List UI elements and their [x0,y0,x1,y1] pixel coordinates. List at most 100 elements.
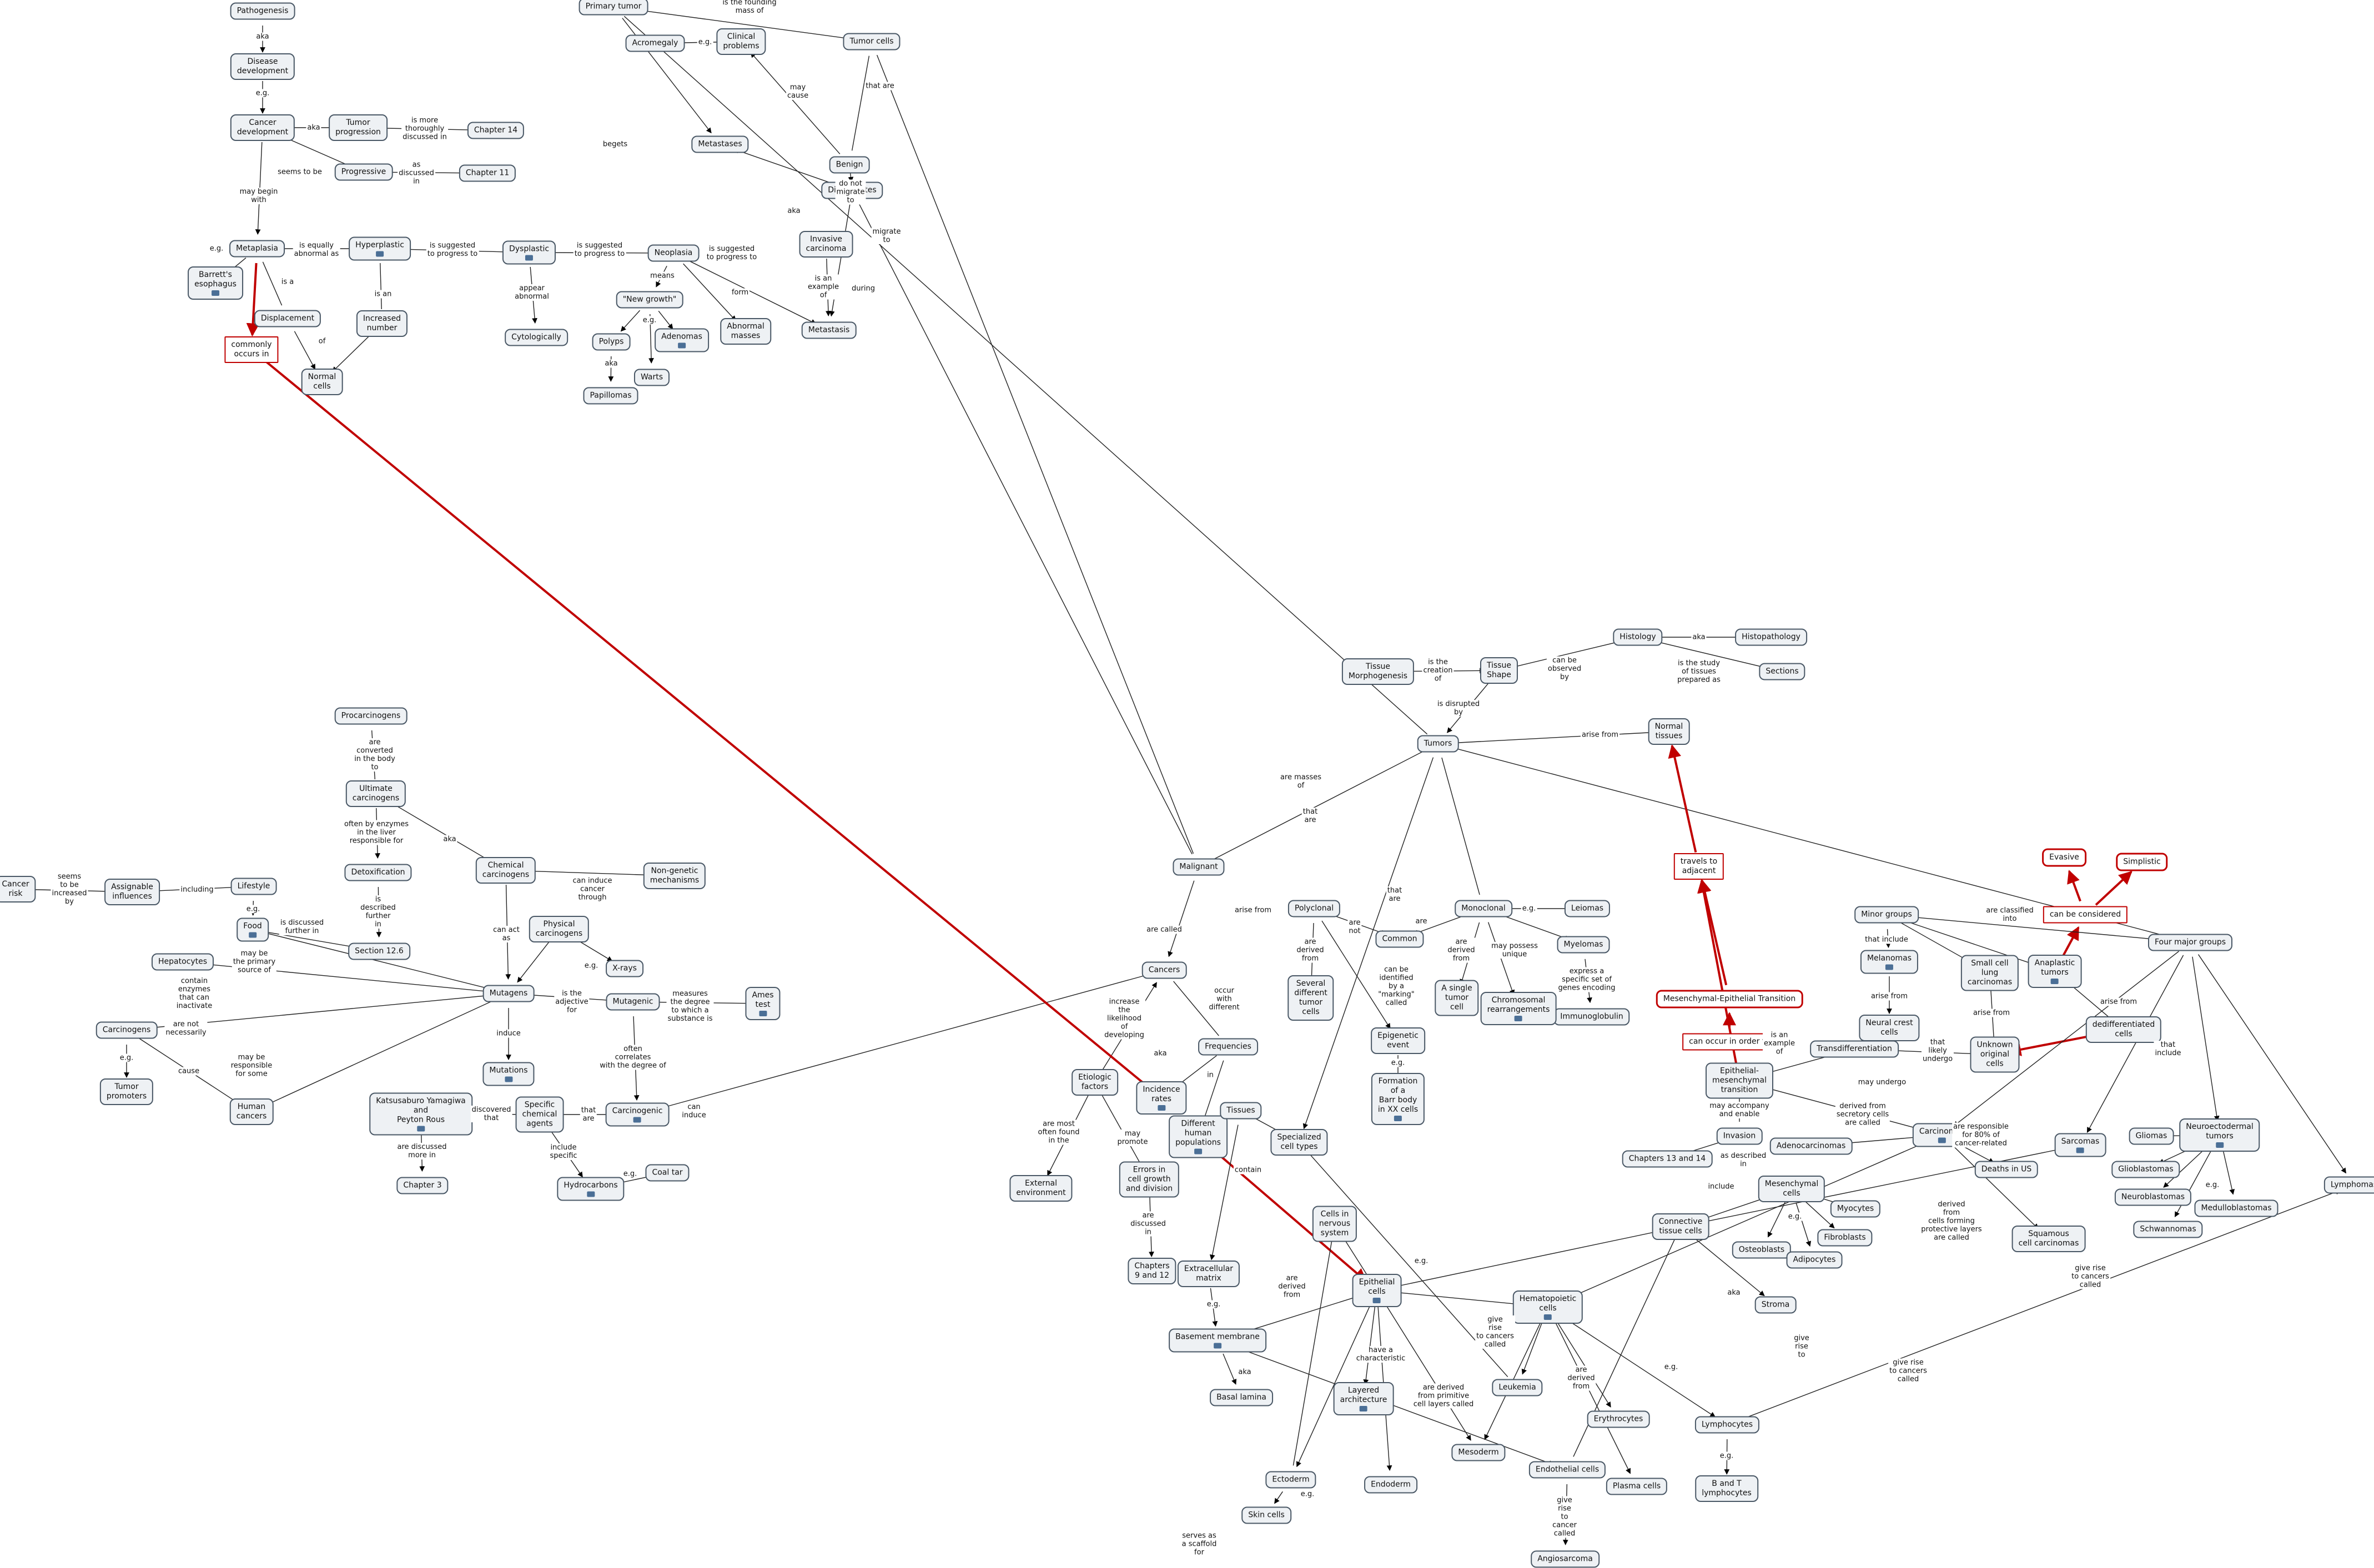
concept-node-incr-number[interactable]: Increased number [356,310,408,337]
concept-node-section126[interactable]: Section 12.6 [348,943,410,960]
concept-node-chapters13-14[interactable]: Chapters 13 and 14 [1622,1151,1713,1168]
concept-node-commonly-occurs[interactable]: commonly occurs in [224,336,278,363]
concept-node-cancer-risk[interactable]: Cancer risk [0,876,36,903]
linked-resource-icon[interactable] [2051,979,2059,984]
linked-resource-icon[interactable] [1394,1116,1402,1121]
linked-resource-icon[interactable] [2076,1148,2084,1153]
concept-node-hydrocarbons[interactable]: Hydrocarbons [557,1177,624,1201]
concept-node-mutagens[interactable]: Mutagens [483,985,535,1002]
concept-node-neural-crest[interactable]: Neural crest cells [1859,1015,1919,1041]
concept-node-minor-groups[interactable]: Minor groups [1854,906,1919,924]
concept-node-mutations[interactable]: Mutations [482,1062,534,1086]
concept-node-new-growth[interactable]: "New growth" [616,291,683,309]
concept-node-schwannomas[interactable]: Schwannomas [2133,1221,2202,1238]
concept-node-bt-lymph[interactable]: B and T lymphocytes [1695,1475,1758,1502]
concept-node-evasive[interactable]: Evasive [2042,849,2086,867]
concept-node-simplistic[interactable]: Simplistic [2116,853,2167,871]
concept-node-chemical-carc[interactable]: Chemical carcinogens [476,857,536,884]
concept-node-procarcinogens[interactable]: Procarcinogens [335,708,408,725]
concept-node-dedifferentiated[interactable]: dedifferentiated cells [2086,1016,2161,1043]
concept-node-lymphomas[interactable]: Lymphomas [2324,1177,2374,1194]
concept-node-travels-adjacent[interactable]: travels to adjacent [1674,853,1724,880]
concept-node-tumors[interactable]: Tumors [1417,735,1459,753]
concept-node-barretts[interactable]: Barrett's esophagus [188,266,243,300]
concept-node-clinical-problems[interactable]: Clinical problems [716,28,766,55]
concept-node-normal-tissues[interactable]: Normal tissues [1648,718,1690,745]
concept-node-pathogenesis[interactable]: Pathogenesis [230,3,295,20]
linked-resource-icon[interactable] [1885,965,1893,970]
concept-node-ectoderm[interactable]: Ectoderm [1265,1471,1316,1489]
concept-node-tumor-promoters[interactable]: Tumor promoters [100,1078,153,1105]
concept-node-carcinogens[interactable]: Carcinogens [96,1022,158,1039]
concept-node-ames-test[interactable]: Ames test [745,987,780,1020]
concept-node-ultimate-carc[interactable]: Ultimate carcinogens [346,780,406,807]
concept-node-papillomas[interactable]: Papillomas [583,387,638,405]
linked-resource-icon[interactable] [759,1011,767,1016]
concept-node-lymphocytes[interactable]: Lymphocytes [1695,1416,1759,1434]
linked-resource-icon[interactable] [1515,1016,1522,1021]
concept-node-common[interactable]: Common [1375,931,1424,948]
concept-node-displacement[interactable]: Displacement [254,310,321,327]
concept-node-leukemia[interactable]: Leukemia [1492,1379,1542,1396]
concept-node-histology[interactable]: Histology [1613,629,1662,646]
concept-node-frequencies[interactable]: Frequencies [1198,1038,1258,1056]
concept-node-sections[interactable]: Sections [1759,663,1805,680]
concept-node-mesoderm[interactable]: Mesoderm [1451,1444,1505,1461]
concept-node-deaths-us[interactable]: Deaths in US [1975,1161,2038,1178]
linked-resource-icon[interactable] [1158,1105,1165,1111]
concept-node-tissues[interactable]: Tissues [1220,1102,1261,1120]
concept-node-several-diff[interactable]: Several different tumor cells [1287,975,1334,1021]
concept-node-unknown-origin[interactable]: Unknown original cells [1970,1037,2020,1073]
linked-resource-icon[interactable] [212,290,219,296]
concept-node-medulloblastomas[interactable]: Medulloblastomas [2194,1200,2278,1217]
concept-node-layered[interactable]: Layered architecture [1334,1382,1394,1415]
concept-node-polyps[interactable]: Polyps [592,334,631,351]
concept-node-transdiff[interactable]: Transdifferentiation [1810,1041,1899,1058]
linked-resource-icon[interactable] [1214,1343,1221,1349]
concept-node-sarcomas[interactable]: Sarcomas [2055,1133,2106,1157]
concept-node-acromegaly[interactable]: Acromegaly [626,35,685,52]
concept-node-emt-red[interactable]: Mesenchymal-Epithelial Transition [1656,990,1803,1009]
concept-node-carcinogenic[interactable]: Carcinogenic [606,1103,670,1127]
concept-node-progressive[interactable]: Progressive [335,164,393,181]
concept-node-osteoblasts[interactable]: Osteoblasts [1732,1242,1791,1259]
concept-node-fibroblasts[interactable]: Fibroblasts [1817,1229,1872,1247]
linked-resource-icon[interactable] [505,1077,512,1082]
concept-node-tumor-prog[interactable]: Tumor progression [329,114,388,141]
concept-node-chrom-rearr[interactable]: Chromosomal rearrangements [1481,992,1557,1025]
concept-node-tissue-shape[interactable]: Tissue Shape [1480,657,1518,684]
concept-node-neuroectodermal[interactable]: Neuroectodermal tumors [2179,1118,2260,1152]
linked-resource-icon[interactable] [525,255,533,261]
linked-resource-icon[interactable] [1544,1314,1552,1320]
concept-node-diff-populations[interactable]: Different human populations [1169,1116,1228,1158]
concept-node-myocytes[interactable]: Myocytes [1830,1201,1880,1218]
concept-node-cells-nervous[interactable]: Cells in nervous system [1312,1206,1357,1242]
concept-node-gliomas[interactable]: Gliomas [2129,1128,2174,1145]
concept-node-mesenchymal-cells[interactable]: Mesenchymal cells [1758,1176,1825,1202]
concept-node-tissue-morph[interactable]: Tissue Morphogenesis [1342,658,1414,685]
concept-node-plasma-cells[interactable]: Plasma cells [1606,1478,1667,1495]
concept-node-tumor-cells[interactable]: Tumor cells [843,33,900,51]
concept-node-physical-carc[interactable]: Physical carcinogens [529,916,589,942]
concept-node-etiologic[interactable]: Etiologic factors [1072,1069,1118,1096]
concept-node-connective[interactable]: Connective tissue cells [1652,1213,1709,1240]
linked-resource-icon[interactable] [587,1192,595,1197]
concept-node-invasive-carcinoma[interactable]: Invasive carcinoma [799,231,853,258]
concept-node-ch14[interactable]: Chapter 14 [467,122,524,139]
concept-node-hyperplastic[interactable]: Hyperplastic [349,237,411,261]
concept-node-warts[interactable]: Warts [634,369,670,386]
concept-node-lifestyle[interactable]: Lifestyle [231,878,277,895]
concept-node-squamous[interactable]: Squamous cell carcinomas [2012,1226,2086,1252]
concept-node-anaplastic[interactable]: Anaplastic tumors [2028,955,2082,988]
concept-node-external-env[interactable]: External environment [1009,1175,1072,1202]
concept-node-specialized[interactable]: Specialized cell types [1270,1129,1327,1156]
concept-node-emt-main[interactable]: Epithelial- mesenchymal transition [1706,1063,1773,1099]
concept-node-adenocarcinomas[interactable]: Adenocarcinomas [1770,1138,1853,1155]
concept-node-invasion[interactable]: Invasion [1717,1128,1763,1145]
concept-node-glioblastomas[interactable]: Glioblastomas [2111,1161,2180,1178]
concept-node-histopathology[interactable]: Histopathology [1735,629,1807,646]
concept-node-neuroblastomas[interactable]: Neuroblastomas [2115,1189,2191,1206]
concept-node-disease-dev[interactable]: Disease development [230,53,295,80]
concept-node-specific-agents[interactable]: Specific chemical agents [516,1097,564,1133]
concept-node-yamagiwa[interactable]: Katsusaburo Yamagiwa and Peyton Rous [369,1093,472,1136]
